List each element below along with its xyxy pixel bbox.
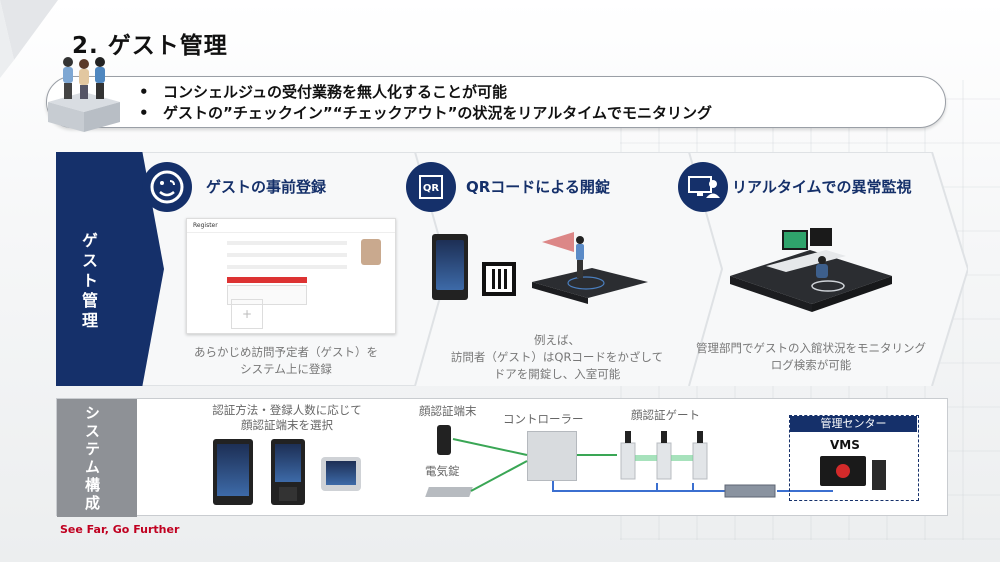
face-terminal-label: 顔認証端末 [419, 404, 477, 418]
face-gate-device [620, 431, 708, 480]
management-center-box: 管理センター VMS [789, 415, 919, 501]
vms-label: VMS [830, 438, 860, 452]
footer-slogan: See Far, Go Further [60, 523, 180, 536]
vms-server-image [872, 460, 886, 490]
monitor-user-icon [678, 162, 728, 212]
vms-monitor-image [820, 456, 866, 486]
connection-lines [452, 438, 833, 498]
qr-code-icon: QR [406, 162, 456, 212]
controller-label: コントローラー [503, 412, 584, 426]
step-1-caption-text: あらかじめ訪問予定者（ゲスト）を システム上に登録 [194, 345, 378, 376]
guest-tab-label: ゲスト管理 [79, 232, 98, 332]
qr-code-image [482, 262, 516, 296]
register-form-title: Register [187, 219, 395, 233]
electric-lock-label: 電気錠 [425, 464, 460, 478]
register-form-screenshot: Register + [186, 218, 396, 334]
qr-icon-text: QR [423, 183, 440, 194]
terminal-3-image [321, 457, 361, 491]
guest-management-section: ゲスト管理 ゲストの事前登録 Register + あらかじめ訪問予定者（ゲスト… [56, 152, 968, 386]
smile-face-icon [142, 162, 192, 212]
step-2-caption-text: 例えば、 訪問者（ゲスト）はQRコードをかざして ドアを開錠し、入室可能 [450, 333, 664, 381]
page-title: 2. ゲスト管理 [72, 33, 228, 59]
step-1-caption: あらかじめ訪問予定者（ゲスト）を システム上に登録 [156, 344, 416, 378]
step-2-caption: 例えば、 訪問者（ゲスト）はQRコードをかざして ドアを開錠し、入室可能 [412, 332, 702, 383]
controller-device [527, 431, 577, 481]
summary-item-2: ゲストの”チェックイン”“チェックアウト”の状況をリアルタイムでモニタリング [139, 103, 712, 124]
terminal-1-image [213, 439, 253, 505]
auth-caption: 認証方法・登録人数に応じて 顔認証端末を選択 [212, 403, 362, 432]
system-section: システム構成 認証方法・登録人数に応じて 顔認証端末を選択 顔認証端末 電気錠 … [56, 398, 948, 517]
step-3-heading: リアルタイムでの異常監視 [732, 178, 912, 196]
step-3-caption: 管理部門でゲストの入館状況をモニタリング ログ検索が可能 [676, 340, 946, 374]
corner-decoration [0, 0, 58, 78]
step-3-caption-text: 管理部門でゲストの入館状況をモニタリング ログ検索が可能 [696, 341, 926, 372]
summary-box: コンシェルジュの受付業務を無人化することが可能 ゲストの”チェックイン”“チェッ… [46, 76, 946, 128]
terminal-2-image [271, 439, 305, 505]
system-tab [57, 399, 137, 517]
step-2-heading: QRコードによる開錠 [466, 178, 610, 196]
management-center-label: 管理センター [790, 416, 917, 432]
face-terminal-device [437, 425, 451, 455]
face-terminal-image [432, 234, 468, 300]
step-1-heading: ゲストの事前登録 [206, 178, 327, 196]
face-gate-label: 顔認証ゲート [631, 408, 700, 422]
summary-item-1: コンシェルジュの受付業務を無人化することが可能 [139, 82, 712, 103]
monitoring-desk-image [730, 228, 892, 312]
people-illustration [48, 57, 120, 132]
system-tab-label: システム構成 [83, 405, 101, 513]
person-scanning-image [532, 232, 648, 304]
